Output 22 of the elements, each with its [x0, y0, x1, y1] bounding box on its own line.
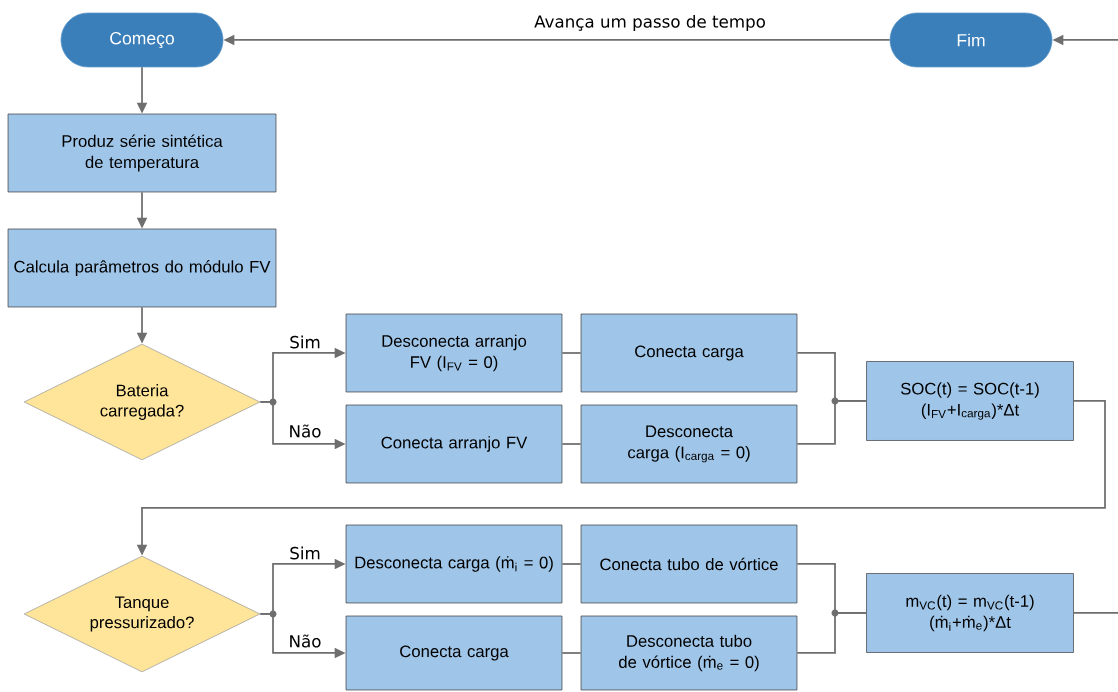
- process-box: Conecta tubo de vórtice: [580, 524, 798, 604]
- connector-line: [796, 400, 868, 445]
- connector-line: [561, 352, 582, 354]
- connector-line: [561, 563, 582, 565]
- process-box: Conecta arranjo FV: [345, 404, 563, 484]
- process-box: m$_{VC}$(t) = m$_{VC}$(t-1) (ṁ$_{i}$+ṁ$_{e}$)*Δt: [866, 573, 1074, 653]
- connector-line: [1072, 612, 1118, 614]
- connector-line: [561, 443, 582, 445]
- process-box: Desconecta carga (I$_{carga}$ = 0): [580, 404, 798, 484]
- terminal-box: Começo: [60, 12, 224, 68]
- connector-line: [561, 652, 582, 654]
- process-box: Conecta carga: [345, 615, 563, 691]
- process-box: Desconecta carga (ṁ$_{i}$ = 0): [345, 524, 563, 604]
- process-box: Calcula parâmetros do módulo FV: [7, 228, 277, 308]
- terminal-box: Fim: [889, 12, 1053, 68]
- process-box: Desconecta arranjo FV (I$_{FV}$ = 0): [345, 313, 563, 393]
- process-box: Produz série sintética de temperatura: [7, 113, 277, 193]
- process-box: Desconecta tubo de vórtice (ṁ$_{e}$ = 0): [580, 615, 798, 691]
- process-box: SOC(t) = SOC(t-1) (I$_{FV}$+I$_{carga}$)*Δt: [866, 361, 1074, 441]
- edge-label: Avança um passo de tempo: [532, 13, 768, 33]
- process-box: Conecta carga: [580, 313, 798, 393]
- connector-line: [796, 612, 868, 654]
